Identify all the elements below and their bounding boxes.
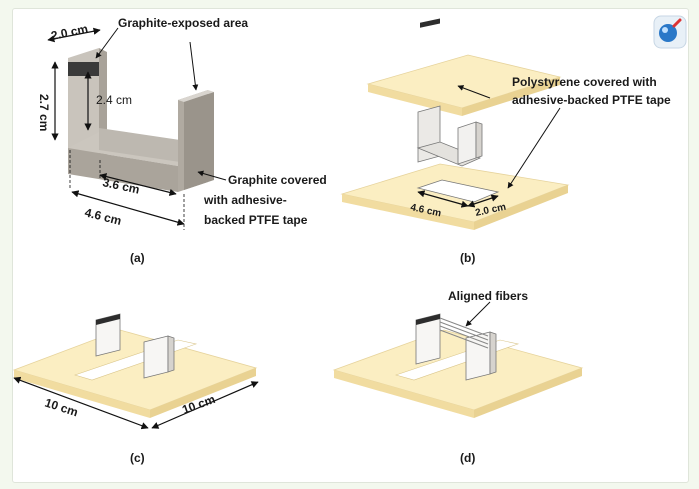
- callout-graphite-covered-3: backed PTFE tape: [204, 213, 308, 227]
- dim-inner-height-label: 2.4 cm: [96, 93, 132, 107]
- panel-b-label: (b): [460, 251, 475, 265]
- dim-height-label: 2.7 cm: [37, 94, 51, 131]
- callout-graphite-covered-1: Graphite covered: [228, 173, 327, 187]
- dim-width-label: 2.0 cm: [50, 21, 89, 42]
- callout-aligned-fibers: Aligned fibers: [448, 289, 528, 303]
- callout-polystyrene-1: Polystyrene covered with: [512, 75, 657, 89]
- panel-b-dimensions: [417, 85, 561, 208]
- graphite-exposed-strip: [68, 62, 99, 76]
- panel-c-label: (c): [130, 451, 145, 465]
- dim-left-label: 10 cm: [43, 396, 80, 420]
- callout-polystyrene-2: adhesive-backed PTFE tape: [512, 93, 671, 107]
- callout-graphite-exposed: Graphite-exposed area: [118, 16, 248, 30]
- panel-d-label: (d): [460, 451, 475, 465]
- panel-a-dimensions: [47, 27, 227, 230]
- panel-a-label: (a): [130, 251, 145, 265]
- panel-c-dimensions: [13, 376, 259, 430]
- panel-a-graphite-u: [68, 48, 214, 192]
- dim-outer-length-label: 4.6 cm: [83, 205, 123, 228]
- aligned-fibers: [439, 317, 489, 349]
- magnifier-bubble-icon: [653, 15, 687, 49]
- panel-d-assembly: [332, 301, 584, 418]
- panel-b-graphite-u: [416, 18, 483, 167]
- panel-b-base-plate: [340, 163, 570, 230]
- callout-graphite-covered-2: with adhesive-: [203, 193, 287, 207]
